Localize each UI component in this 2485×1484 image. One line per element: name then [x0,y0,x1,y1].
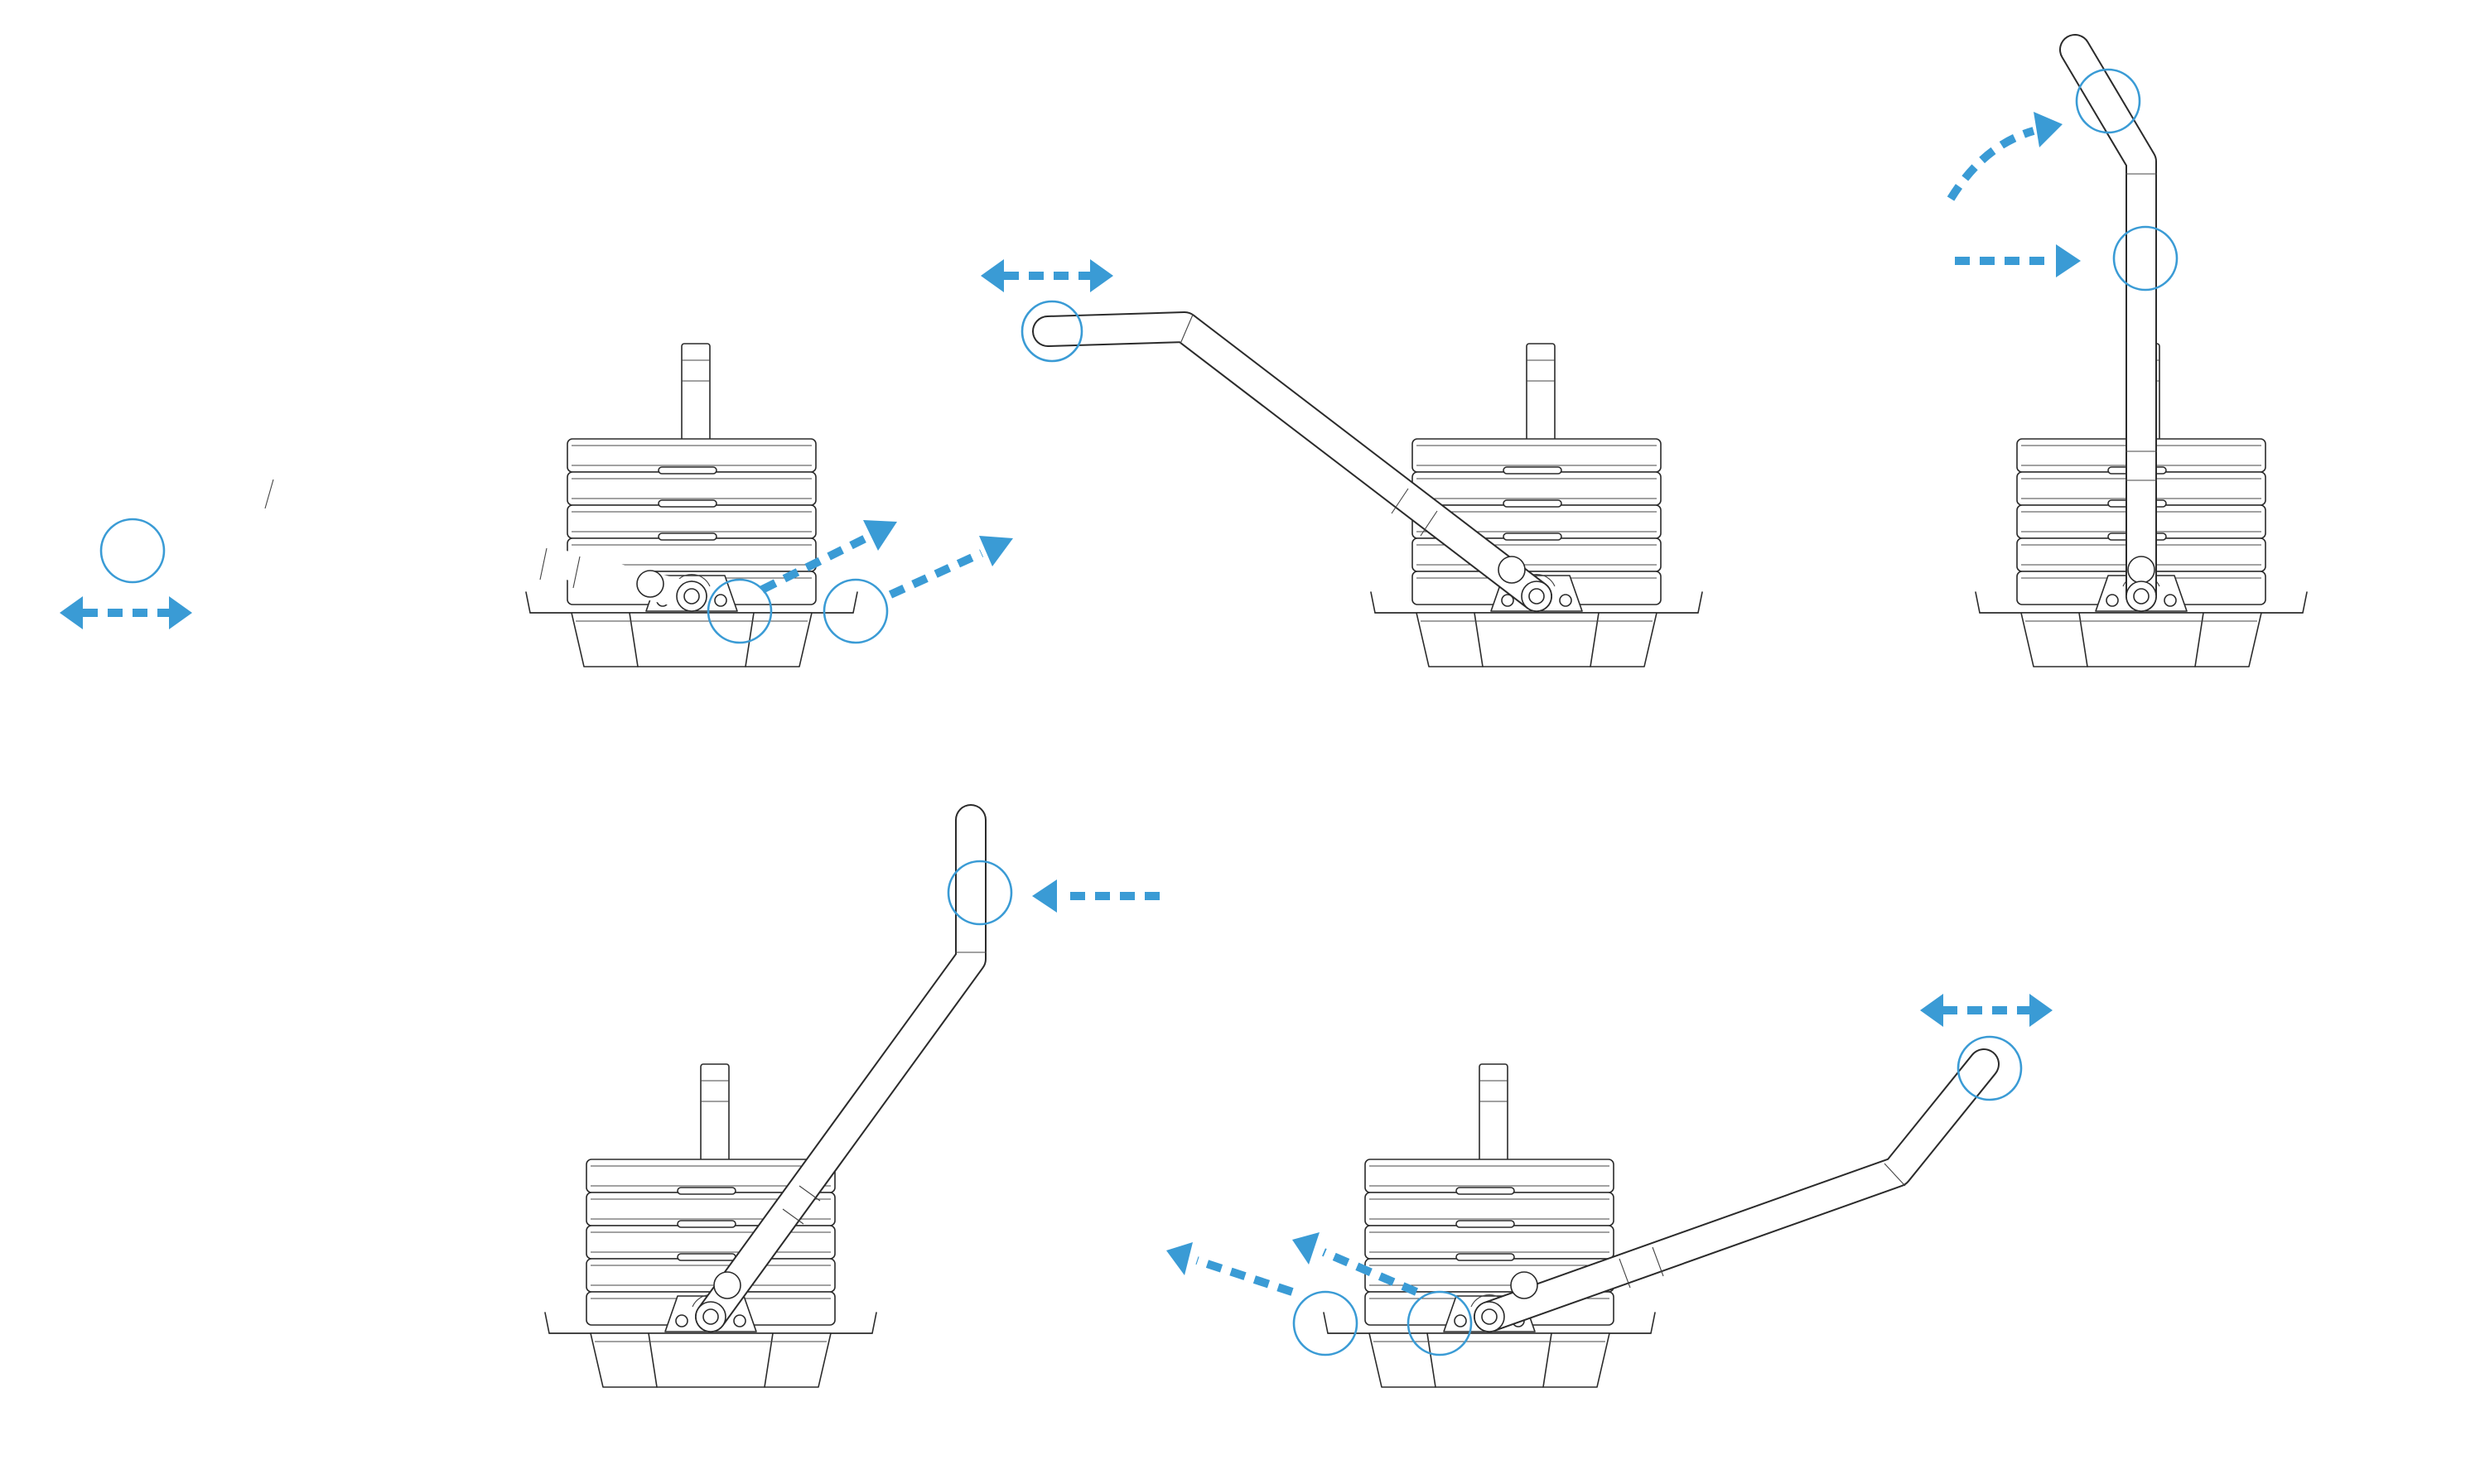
highlight-circle [823,578,889,644]
double-arrow-icon [981,259,1113,292]
highlight-circle [1292,1290,1358,1356]
highlight-circle [2075,68,2141,134]
highlight-circle [2112,225,2179,292]
arrow-up-left-icon [1292,1232,1418,1296]
arrow-up-right-icon [888,536,1013,599]
highlight-circle [947,860,1013,926]
highlight-circle [1957,1035,2023,1101]
panel-5 [1166,994,2053,1388]
double-arrow-icon [60,596,192,629]
panel-3 [1947,34,2308,667]
arrow-up-right-icon [760,520,897,594]
highlight-circle [1021,300,1083,363]
highlight-circle [707,578,773,644]
panel-4 [544,804,1160,1388]
panel-1 [60,343,1013,667]
double-arrow-icon [1920,994,2053,1027]
arrow-right-icon [1955,244,2081,277]
arrow-up-left-icon [1166,1242,1294,1296]
curved-arrow-icon [1947,112,2063,201]
panel-2 [981,259,1703,667]
arrow-left-icon [1032,879,1160,913]
highlight-circle [1407,1290,1473,1356]
highlight-circle [99,518,166,584]
